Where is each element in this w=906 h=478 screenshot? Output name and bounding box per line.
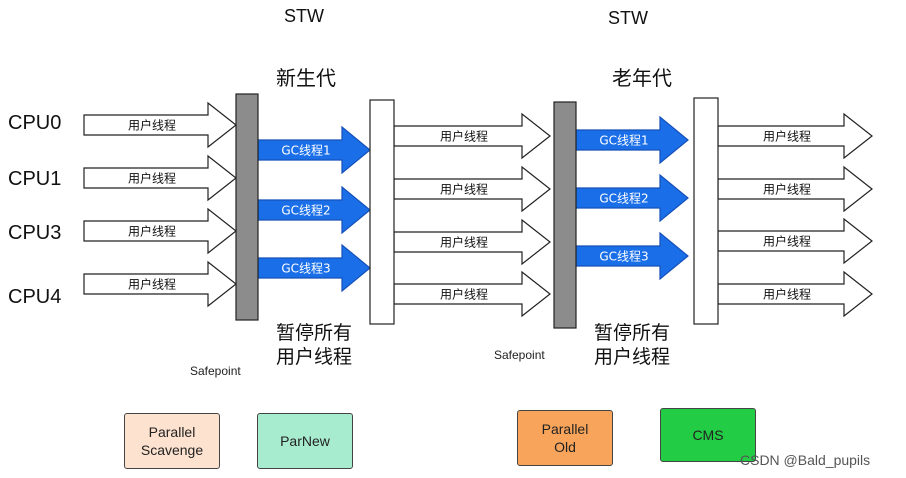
arrow-shape (257, 243, 371, 293)
watermark: CSDN @Bald_pupils (740, 452, 871, 468)
arrow-shape (717, 217, 873, 265)
user-thread-arrow-right-3: 用户线程 (717, 270, 873, 318)
arrow-label: 用户线程 (128, 171, 176, 186)
arrow-label: GC线程1 (281, 143, 330, 158)
old-gc-thread-arrow-3: GC线程3 (575, 231, 689, 281)
arrow-shape (393, 218, 551, 266)
arrow-shape (257, 125, 371, 175)
arrow-shape (393, 112, 551, 160)
collector-label: Parallel Old (541, 421, 589, 455)
arrow-label: 用户线程 (440, 287, 488, 302)
arrow-label: GC线程2 (281, 203, 330, 218)
user-thread-arrow-cpu-2: 用户线程 (83, 207, 237, 255)
old-generation-label: 老年代 (612, 68, 672, 90)
arrow-label: 用户线程 (763, 287, 811, 302)
young-gc-thread-arrow-1: GC线程1 (257, 125, 371, 175)
collector-parallel-old: Parallel Old (517, 410, 613, 466)
arrow-shape (393, 165, 551, 213)
collector-parnew: ParNew (257, 413, 353, 469)
arrow-label: 用户线程 (763, 129, 811, 144)
user-thread-arrow-right-2: 用户线程 (717, 217, 873, 265)
user-thread-arrow-middle-1: 用户线程 (393, 165, 551, 213)
arrow-shape (393, 270, 551, 318)
safepoint-label-young: Safepoint (190, 364, 241, 378)
collector-label: Parallel Scavenge (140, 424, 204, 458)
collector-parallel-scavenge: Parallel Scavenge (124, 413, 220, 469)
collector-label: ParNew (280, 433, 330, 449)
arrow-shape (717, 112, 873, 160)
old-gc-thread-arrow-2: GC线程2 (575, 173, 689, 223)
pause-text-young: 暂停所有 用户线程 (276, 322, 352, 370)
old-gc-thread-arrow-1: GC线程1 (575, 115, 689, 165)
collector-cms: CMS (660, 408, 756, 462)
arrow-shape (717, 165, 873, 213)
young-gc-thread-arrow-3: GC线程3 (257, 243, 371, 293)
cpu-label-1: CPU1 (8, 168, 62, 190)
young-gc-thread-arrow-2: GC线程2 (257, 185, 371, 235)
pause-line-1: 暂停所有 (594, 323, 671, 344)
user-thread-arrow-cpu-0: 用户线程 (83, 101, 237, 149)
safepoint-label-old: Safepoint (494, 348, 545, 362)
arrow-label: 用户线程 (763, 234, 811, 249)
pause-line-2: 用户线程 (594, 347, 671, 368)
user-thread-arrow-right-1: 用户线程 (717, 165, 873, 213)
arrow-label: 用户线程 (128, 118, 176, 133)
arrow-shape (575, 231, 689, 281)
arrow-label: GC线程3 (599, 249, 648, 264)
stw-bar-old (553, 101, 577, 329)
arrow-label: 用户线程 (763, 182, 811, 197)
arrow-label: 用户线程 (440, 235, 488, 250)
user-thread-arrow-middle-2: 用户线程 (393, 218, 551, 266)
arrow-shape (575, 115, 689, 165)
arrow-label: GC线程3 (281, 261, 330, 276)
user-thread-arrow-right-0: 用户线程 (717, 112, 873, 160)
pause-line-1: 暂停所有 (276, 323, 353, 344)
user-thread-arrow-middle-0: 用户线程 (393, 112, 551, 160)
cpu-label-0: CPU0 (8, 112, 62, 134)
user-thread-arrow-cpu-1: 用户线程 (83, 154, 237, 202)
arrow-shape (575, 173, 689, 223)
young-generation-label: 新生代 (276, 68, 336, 90)
arrow-shape (83, 101, 237, 149)
stw-label-old: STW (608, 8, 648, 28)
arrow-shape (83, 260, 237, 308)
user-thread-arrow-middle-3: 用户线程 (393, 270, 551, 318)
arrow-shape (83, 154, 237, 202)
arrow-shape (717, 270, 873, 318)
stw-label-young: STW (284, 6, 324, 26)
arrow-shape (83, 207, 237, 255)
arrow-label: 用户线程 (128, 277, 176, 292)
cpu-label-3: CPU3 (8, 222, 62, 244)
cpu-label-4: CPU4 (8, 286, 62, 308)
resume-bar-old (693, 97, 719, 325)
user-thread-arrow-cpu-3: 用户线程 (83, 260, 237, 308)
pause-line-2: 用户线程 (276, 347, 353, 368)
arrow-shape (257, 185, 371, 235)
arrow-label: 用户线程 (440, 182, 488, 197)
arrow-label: GC线程2 (599, 191, 648, 206)
pause-text-old: 暂停所有 用户线程 (594, 322, 670, 370)
stw-bar-young (235, 93, 259, 321)
resume-bar-young (369, 99, 395, 325)
collector-label: CMS (692, 427, 724, 443)
arrow-label: 用户线程 (128, 224, 176, 239)
arrow-label: GC线程1 (599, 133, 648, 148)
arrow-label: 用户线程 (440, 129, 488, 144)
